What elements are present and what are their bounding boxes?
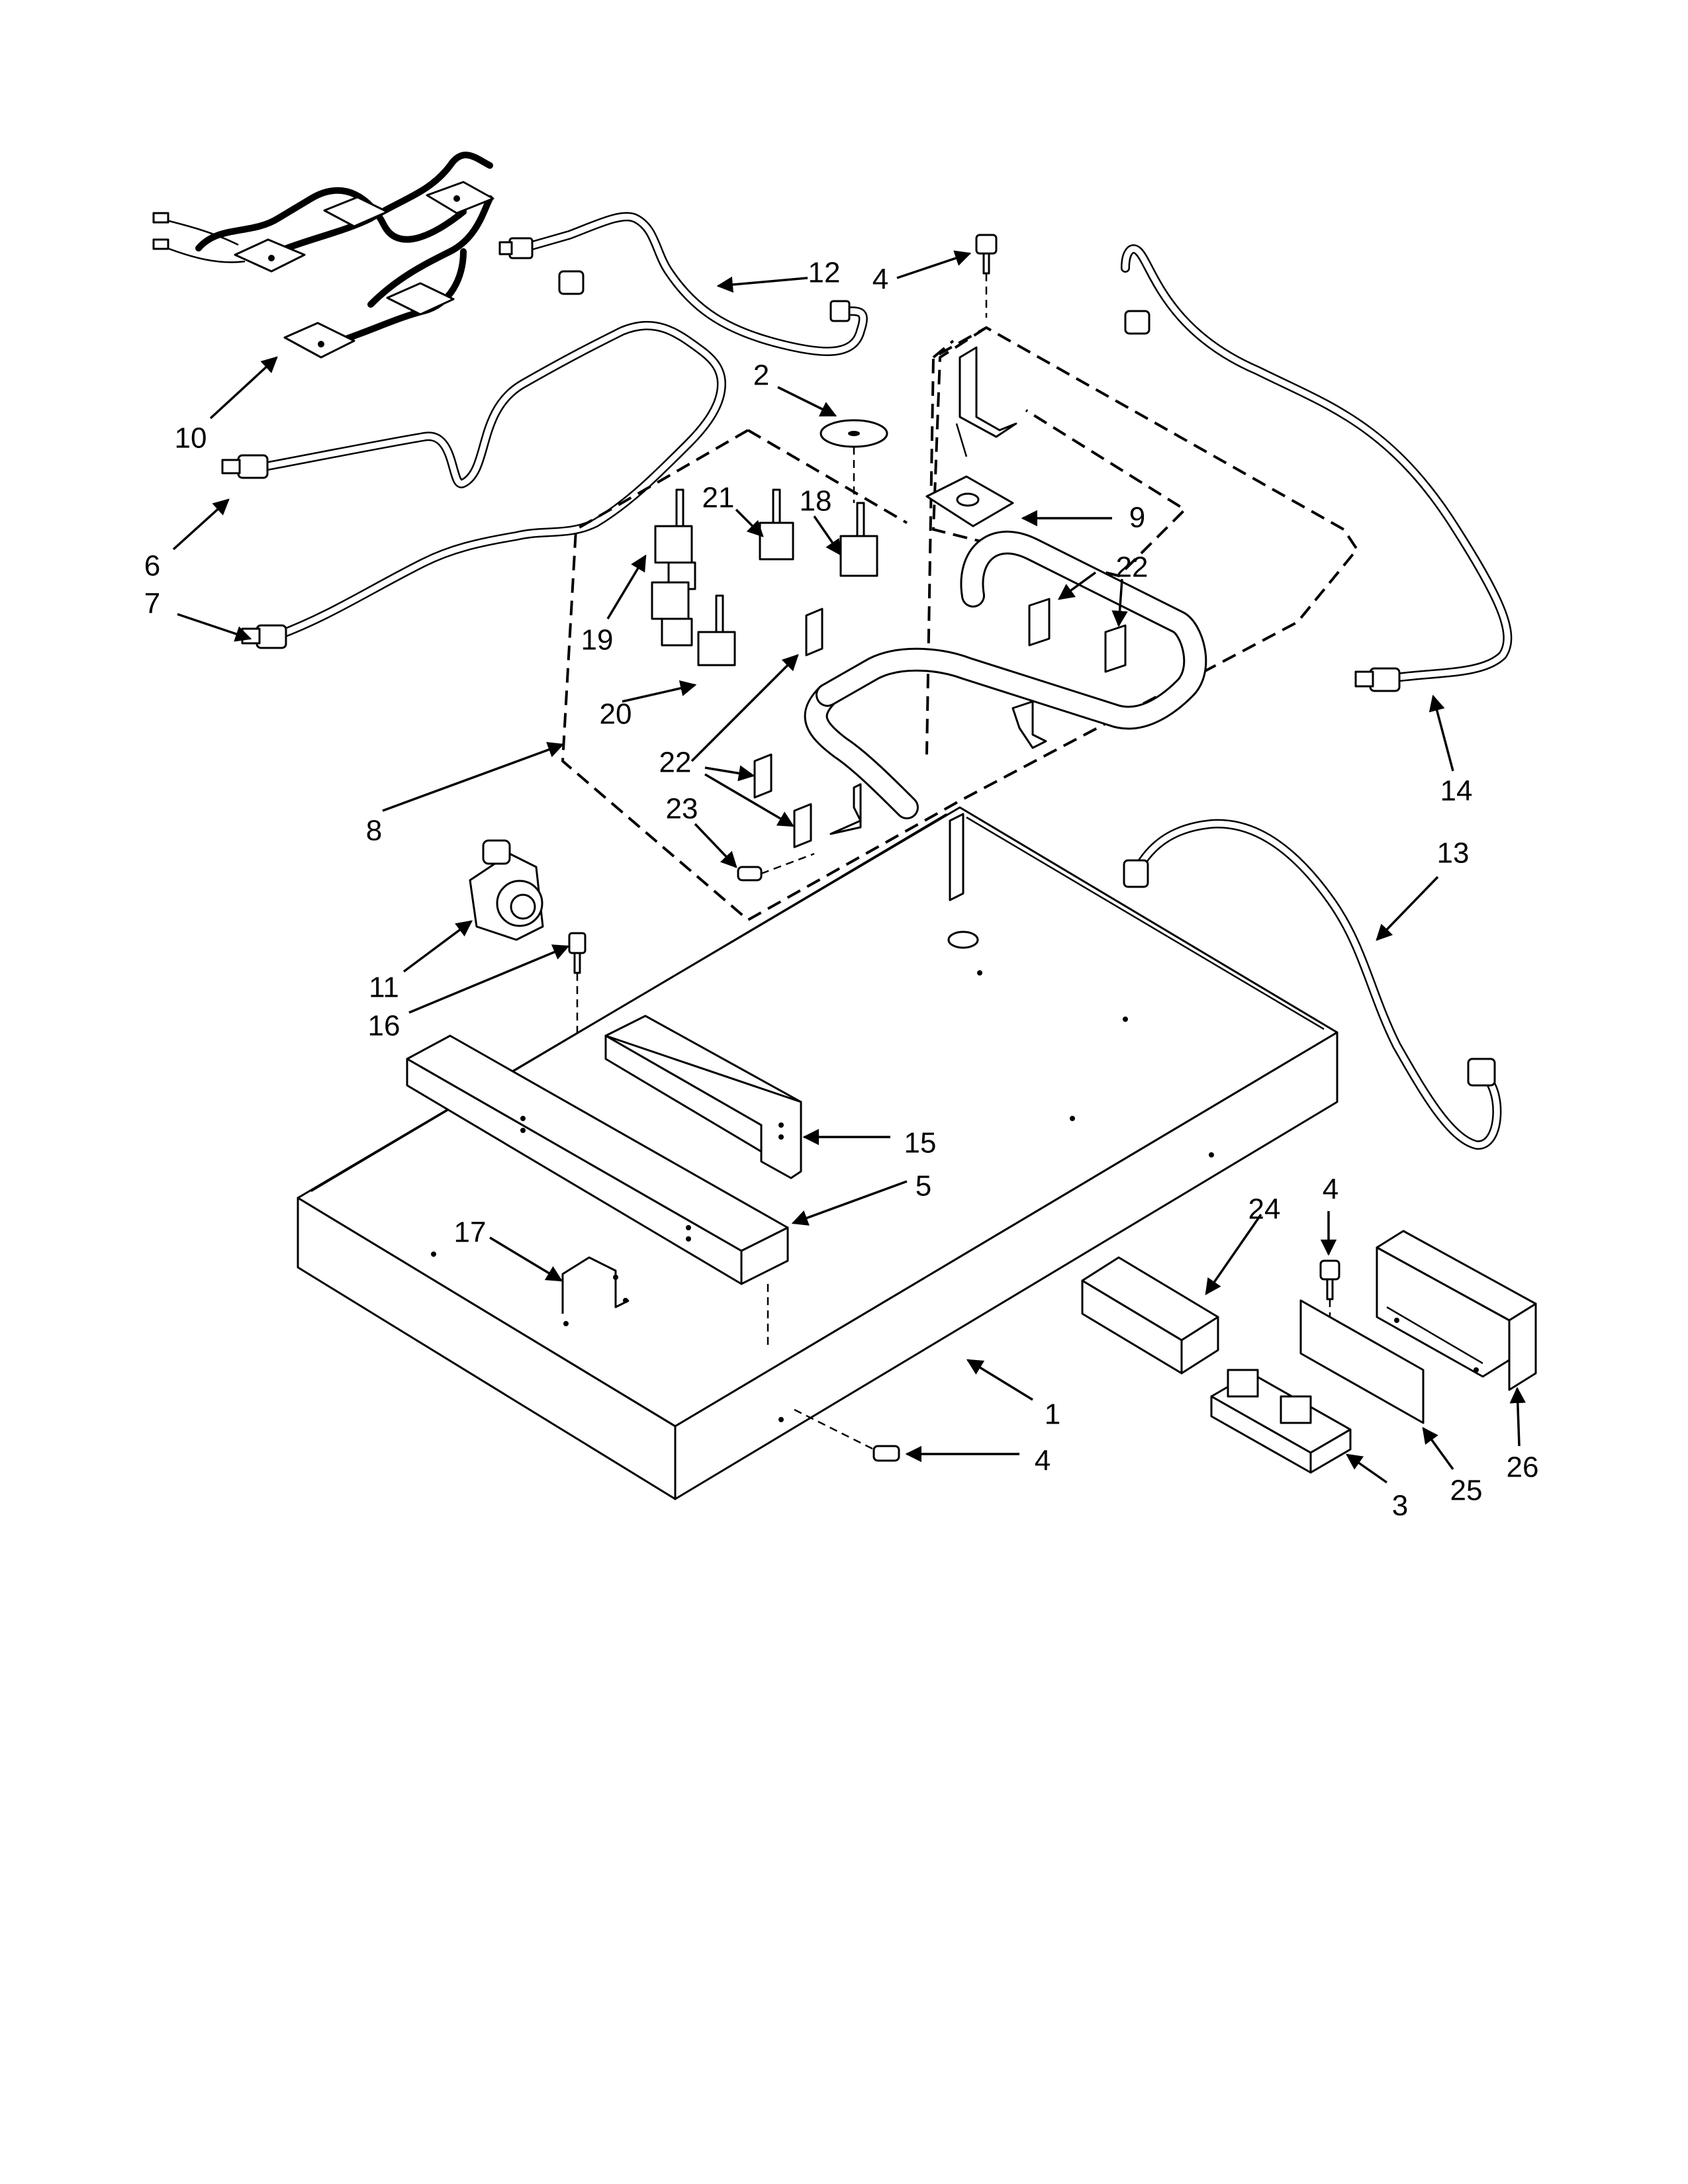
leader-20 xyxy=(622,680,697,703)
part-25-plate xyxy=(1299,1299,1425,1424)
part-22-clips xyxy=(753,598,1127,848)
leader-22-l1 xyxy=(690,654,799,762)
leader-19 xyxy=(606,554,647,619)
callout-16: 16 xyxy=(368,1010,400,1042)
callout-10: 10 xyxy=(175,422,207,455)
part-15-bracket xyxy=(604,1015,802,1179)
leader-16 xyxy=(408,944,570,1014)
leader-24 xyxy=(1205,1214,1262,1296)
leader-22-l2 xyxy=(704,765,755,782)
manifold-assembly-outline xyxy=(561,326,1359,922)
callout-20: 20 xyxy=(600,698,632,731)
part-9-bracket xyxy=(925,346,1017,527)
callout-17: 17 xyxy=(454,1216,487,1249)
callout-4-right: 4 xyxy=(1323,1173,1338,1206)
callout-labels: 12 4 2 10 21 18 9 6 22 7 19 20 14 22 23 … xyxy=(144,257,1539,1522)
callout-7: 7 xyxy=(144,588,160,620)
callout-25: 25 xyxy=(1450,1475,1483,1507)
leader-21 xyxy=(735,508,764,537)
part-11-regulator xyxy=(469,839,544,941)
part-24-channel xyxy=(1081,1256,1219,1375)
callout-5: 5 xyxy=(915,1170,931,1203)
callout-22-right: 22 xyxy=(1116,551,1149,584)
part-6-7-gas-tubes xyxy=(221,270,726,649)
callout-8: 8 xyxy=(366,815,382,847)
part-14-gas-tube xyxy=(1121,244,1513,692)
callout-11: 11 xyxy=(369,972,399,1004)
callout-18: 18 xyxy=(800,485,832,518)
leader-17 xyxy=(489,1236,563,1282)
callout-19: 19 xyxy=(581,624,614,657)
callout-1: 1 xyxy=(1045,1398,1060,1431)
leader-18 xyxy=(813,516,842,557)
callout-4-lower: 4 xyxy=(1035,1445,1051,1477)
callout-3: 3 xyxy=(1392,1490,1408,1522)
callout-12: 12 xyxy=(808,257,841,289)
part-12-gas-tube xyxy=(498,212,868,356)
leader-13 xyxy=(1376,876,1439,941)
part-18-valve xyxy=(839,502,878,577)
part-2-washer xyxy=(820,419,888,503)
part-3-terminal-block xyxy=(1210,1369,1352,1474)
leader-11 xyxy=(402,920,473,973)
part-20-valve xyxy=(651,581,736,666)
leader-1 xyxy=(966,1359,1033,1401)
part-10-wire-harness xyxy=(152,152,494,359)
leader-7 xyxy=(177,613,252,642)
part-19-valve xyxy=(654,488,696,590)
part-8-manifold xyxy=(804,530,1207,819)
part-4-screw-top xyxy=(975,234,998,318)
leader-25 xyxy=(1422,1427,1454,1471)
callout-9: 9 xyxy=(1129,502,1145,534)
part-1-pan xyxy=(297,806,1338,1500)
leader-10 xyxy=(209,356,278,420)
leader-26 xyxy=(1509,1387,1526,1447)
callout-6: 6 xyxy=(144,550,160,582)
leader-6 xyxy=(172,498,230,551)
leader-14 xyxy=(1429,694,1454,772)
leader-22-r2 xyxy=(1111,578,1128,627)
callout-15: 15 xyxy=(904,1127,937,1160)
part-13-gas-tube xyxy=(1123,819,1502,1150)
part-5-bracket xyxy=(406,1034,789,1350)
leader-8 xyxy=(382,742,565,812)
callout-2: 2 xyxy=(753,359,769,392)
leader-4-top xyxy=(896,250,972,279)
callout-13: 13 xyxy=(1437,837,1470,870)
callout-24: 24 xyxy=(1248,1193,1281,1226)
leader-5 xyxy=(791,1180,908,1226)
callout-4-top: 4 xyxy=(872,263,888,296)
leader-12 xyxy=(716,276,808,293)
part-4-screw-lower xyxy=(794,1408,900,1462)
leader-23 xyxy=(694,823,737,868)
callout-26: 26 xyxy=(1507,1451,1539,1484)
part-21-valve xyxy=(759,488,794,561)
part-26-box xyxy=(1376,1230,1537,1391)
leader-22-l3 xyxy=(704,773,795,827)
callout-22-left: 22 xyxy=(659,747,692,779)
callout-14: 14 xyxy=(1440,775,1473,807)
callout-21: 21 xyxy=(702,482,735,514)
leader-3 xyxy=(1345,1453,1388,1484)
callout-23: 23 xyxy=(666,793,698,825)
leader-22-r1 xyxy=(1058,571,1097,600)
leader-2 xyxy=(777,386,837,417)
part-23-screw xyxy=(737,852,815,882)
leader-lines xyxy=(172,250,1526,1484)
